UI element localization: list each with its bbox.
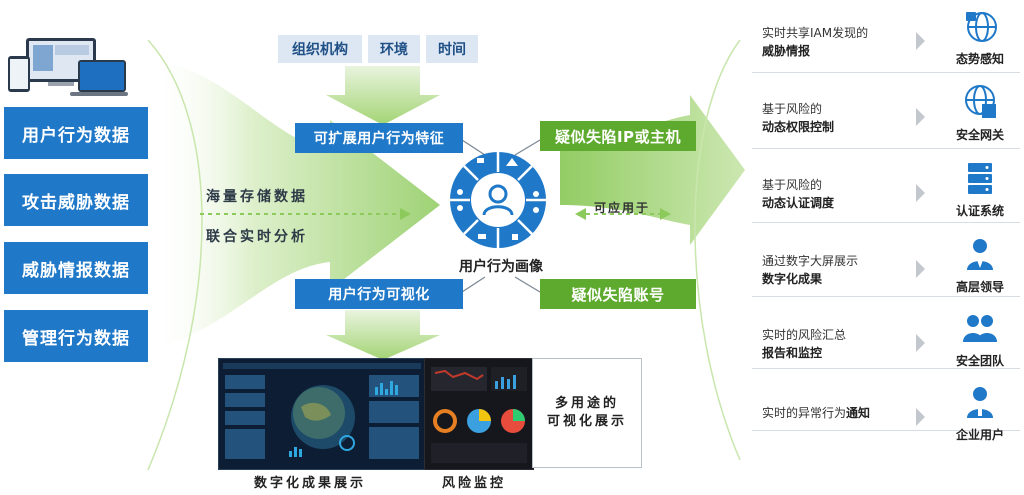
dashboard-screen-risk [424,358,534,470]
left-item-user-behavior: 用户行为数据 [4,107,148,159]
divider [752,368,1020,369]
divider [752,296,1020,297]
chevron-right-icon [916,108,925,126]
right-item-senior-leader: 通过数字大屏展示 数字化成果 高层领导 [752,239,1020,300]
multi-purpose-text: 多用途的 可视化展示 [546,396,627,429]
desc-line-1: 实时的异常行为 [762,406,847,420]
right-item-label: 企业用户 [955,428,1004,442]
right-item-label: 高层领导 [955,280,1004,294]
right-item-desc: 实时的异常行为通知 [762,404,870,422]
lock-globe-icon [966,12,997,42]
desc-line-1: 基于风险的 [762,178,823,192]
desc-line-2: 动态权限控制 [762,120,835,134]
right-item-desc: 实时共享IAM发现的 威胁情报 [762,24,868,60]
chevron-right-icon [916,32,925,50]
right-item-security-gateway: 基于风险的 动态权限控制 安全网关 [752,85,1020,148]
server-icon [968,163,992,194]
tag-time: 时间 [426,35,478,63]
leader-icon [967,239,993,270]
right-item-desc: 实时的风险汇总 报告和监控 [762,326,846,362]
chevron-right-icon [916,334,925,352]
right-item-enterprise-user: 实时的异常行为通知 企业用户 [752,387,1020,448]
desc-line-1: 基于风险的 [762,102,823,116]
desc-line-1: 通过数字大屏展示 [762,254,859,268]
devices-illustration [8,38,128,96]
chevron-right-icon [916,408,925,426]
desc-line-2: 数字化成果 [762,272,823,286]
divider [752,148,1020,149]
caption-risk-monitor: 风险监控 [442,476,507,491]
right-item-label: 安全网关 [955,128,1004,142]
digital-dashboard-graphic [223,363,421,459]
right-item-auth-system: 基于风险的 动态认证调度 认证系统 [752,163,1020,224]
right-item-situation-awareness: 实时共享IAM发现的 威胁情报 态势感知 [752,12,1020,72]
dashboard-screen-digital [218,358,426,470]
multi-purpose-panel: 多用途的 可视化展示 [532,358,642,468]
tag-organization: 组织机构 [278,35,362,63]
right-item-label: 态势感知 [955,52,1004,66]
visualization-bar: 用户行为可视化 [295,279,463,309]
globe-gateway-icon [965,85,996,118]
desc-line-1: 实时共享IAM发现的 [762,26,869,40]
chevron-right-icon [916,260,925,278]
mass-storage-text: 海量存储数据 [206,189,308,205]
extensible-features-bar: 可扩展用户行为特征 [295,123,463,153]
apply-label: 可应用于 [594,201,651,215]
right-item-label: 认证系统 [955,204,1004,218]
desc-line-2: 威胁情报 [762,44,811,58]
joint-analysis-text: 联合实时分析 [206,229,308,245]
desc-line-2: 通知 [846,406,871,420]
user-portrait-wheel [450,152,546,248]
suspected-host-bar: 疑似失陷IP或主机 [540,121,696,151]
desc-line-2: 报告和监控 [762,346,823,360]
suspected-account-bar: 疑似失陷账号 [540,279,696,309]
left-item-threat-intel: 威胁情报数据 [4,242,148,294]
desc-line-1: 实时的风险汇总 [762,328,847,342]
user-portrait-label: 用户行为画像 [459,259,543,275]
tag-environment: 环境 [368,35,420,63]
caption-digital-results: 数字化成果展示 [254,476,367,491]
right-item-desc: 基于风险的 动态认证调度 [762,176,834,212]
risk-dashboard-graphic [431,367,527,463]
divider [752,222,1020,223]
divider [752,430,1020,431]
desc-line-2: 动态认证调度 [762,196,835,210]
divider [752,72,1020,73]
right-item-label: 安全团队 [955,354,1004,368]
team-icon [963,315,997,342]
right-item-desc: 基于风险的 动态权限控制 [762,100,834,136]
enterprise-user-icon [967,387,993,418]
left-item-attack-threat: 攻击威胁数据 [4,174,148,226]
chevron-right-icon [916,184,925,202]
right-item-security-team: 实时的风险汇总 报告和监控 安全团队 [752,315,1020,374]
right-item-desc: 通过数字大屏展示 数字化成果 [762,252,858,288]
left-item-management: 管理行为数据 [4,310,148,362]
